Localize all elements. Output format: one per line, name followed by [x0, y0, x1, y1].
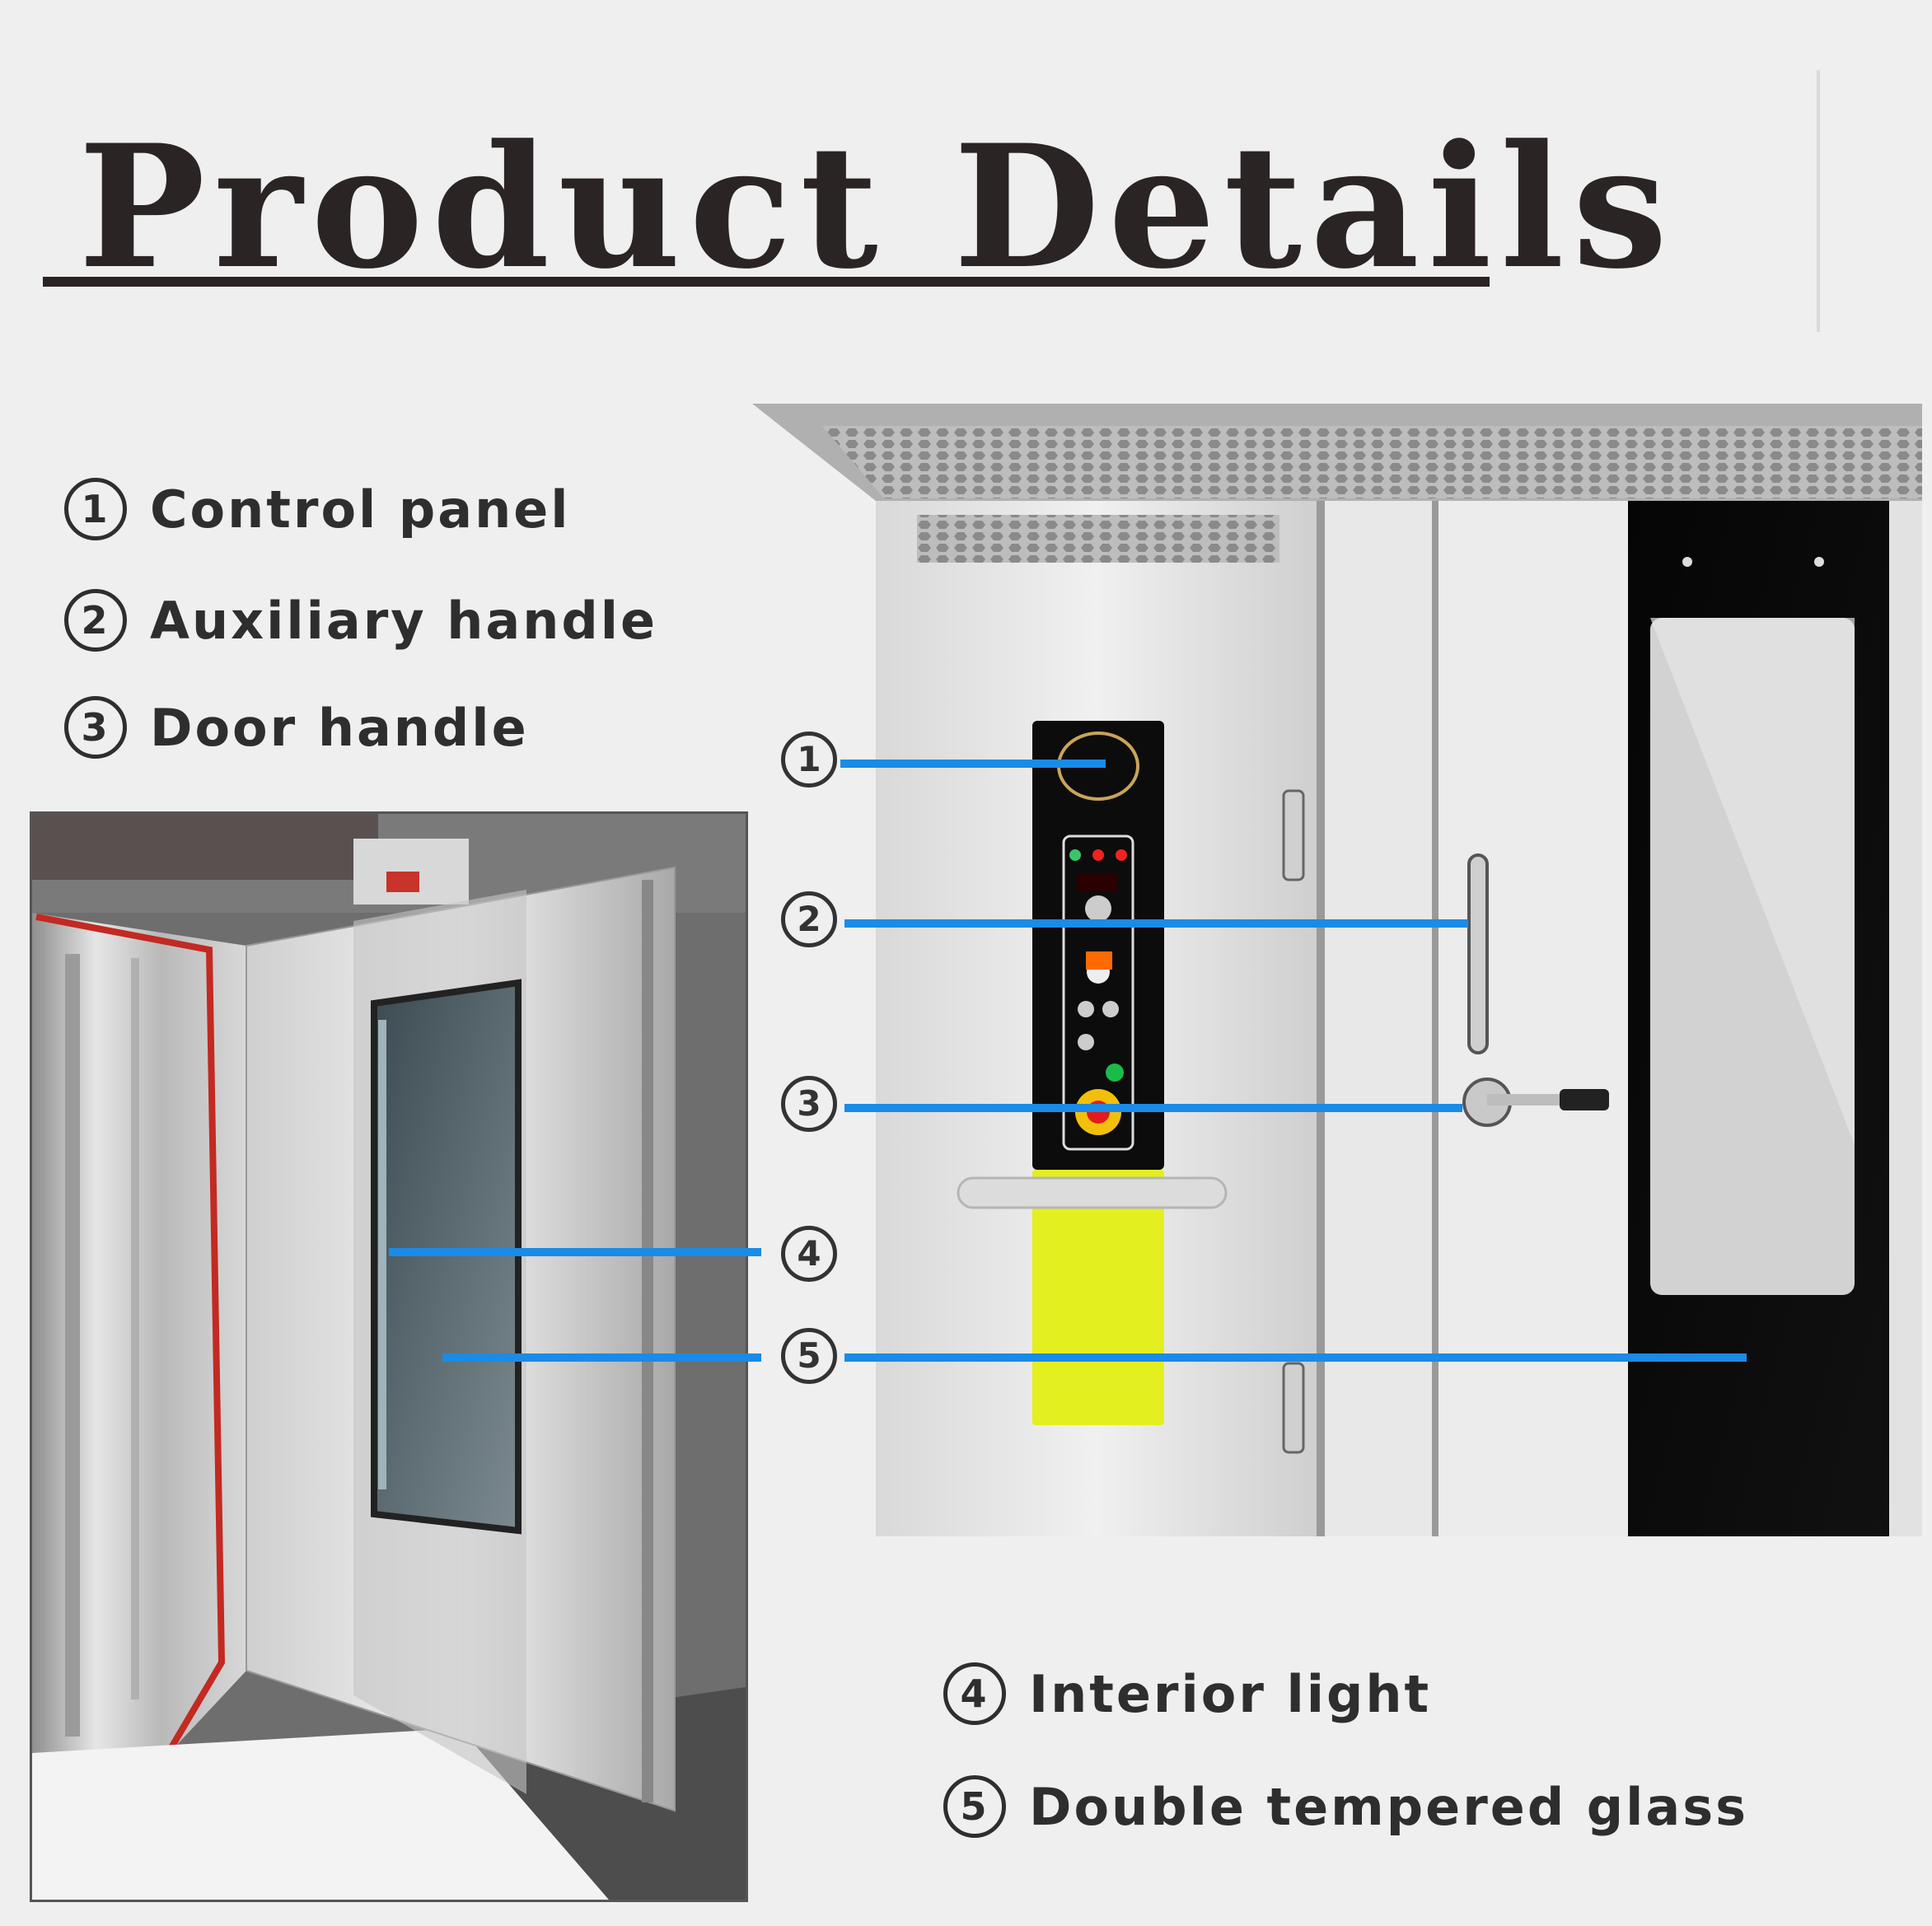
callout-number-5: 5 [781, 1328, 837, 1384]
feature-interior-light: 4 Interior light [943, 1662, 1431, 1725]
callout-number-2: 2 [781, 891, 837, 947]
vertical-divider [1817, 70, 1820, 332]
callout-line-5b [844, 1353, 1747, 1362]
feature-auxiliary-handle: 2 Auxiliary handle [64, 589, 657, 652]
callout-line-5 [442, 1353, 761, 1362]
feature-number-4: 4 [943, 1662, 1006, 1725]
callout-line-3 [844, 1104, 1462, 1112]
callout-number-3: 3 [781, 1076, 837, 1132]
oven-open-door-photo [30, 811, 748, 1902]
feature-label-interior-light: Interior light [1029, 1663, 1432, 1724]
feature-label-double-tempered-glass: Double tempered glass [1029, 1776, 1749, 1837]
oven-front-illustration [752, 404, 1922, 1536]
feature-number-5: 5 [943, 1775, 1006, 1838]
feature-number-2: 2 [64, 589, 127, 652]
callout-number-4: 4 [781, 1226, 837, 1282]
callout-line-2 [844, 919, 1468, 928]
feature-label-control-panel: Control panel [150, 479, 571, 540]
oven-front-photo [752, 404, 1922, 1536]
feature-label-door-handle: Door handle [150, 697, 529, 758]
title-underline [43, 277, 1490, 287]
feature-control-panel: 1 Control panel [64, 478, 571, 540]
feature-label-auxiliary-handle: Auxiliary handle [150, 590, 658, 651]
callout-line-1 [840, 760, 1106, 768]
callout-line-4 [389, 1248, 761, 1256]
page-title: Product Details [78, 109, 1677, 306]
feature-double-tempered-glass: 5 Double tempered glass [943, 1775, 1748, 1838]
callout-number-1: 1 [781, 732, 837, 788]
feature-number-3: 3 [64, 696, 127, 759]
oven-open-door-illustration [32, 814, 746, 1900]
feature-door-handle: 3 Door handle [64, 696, 529, 759]
feature-number-1: 1 [64, 478, 127, 540]
